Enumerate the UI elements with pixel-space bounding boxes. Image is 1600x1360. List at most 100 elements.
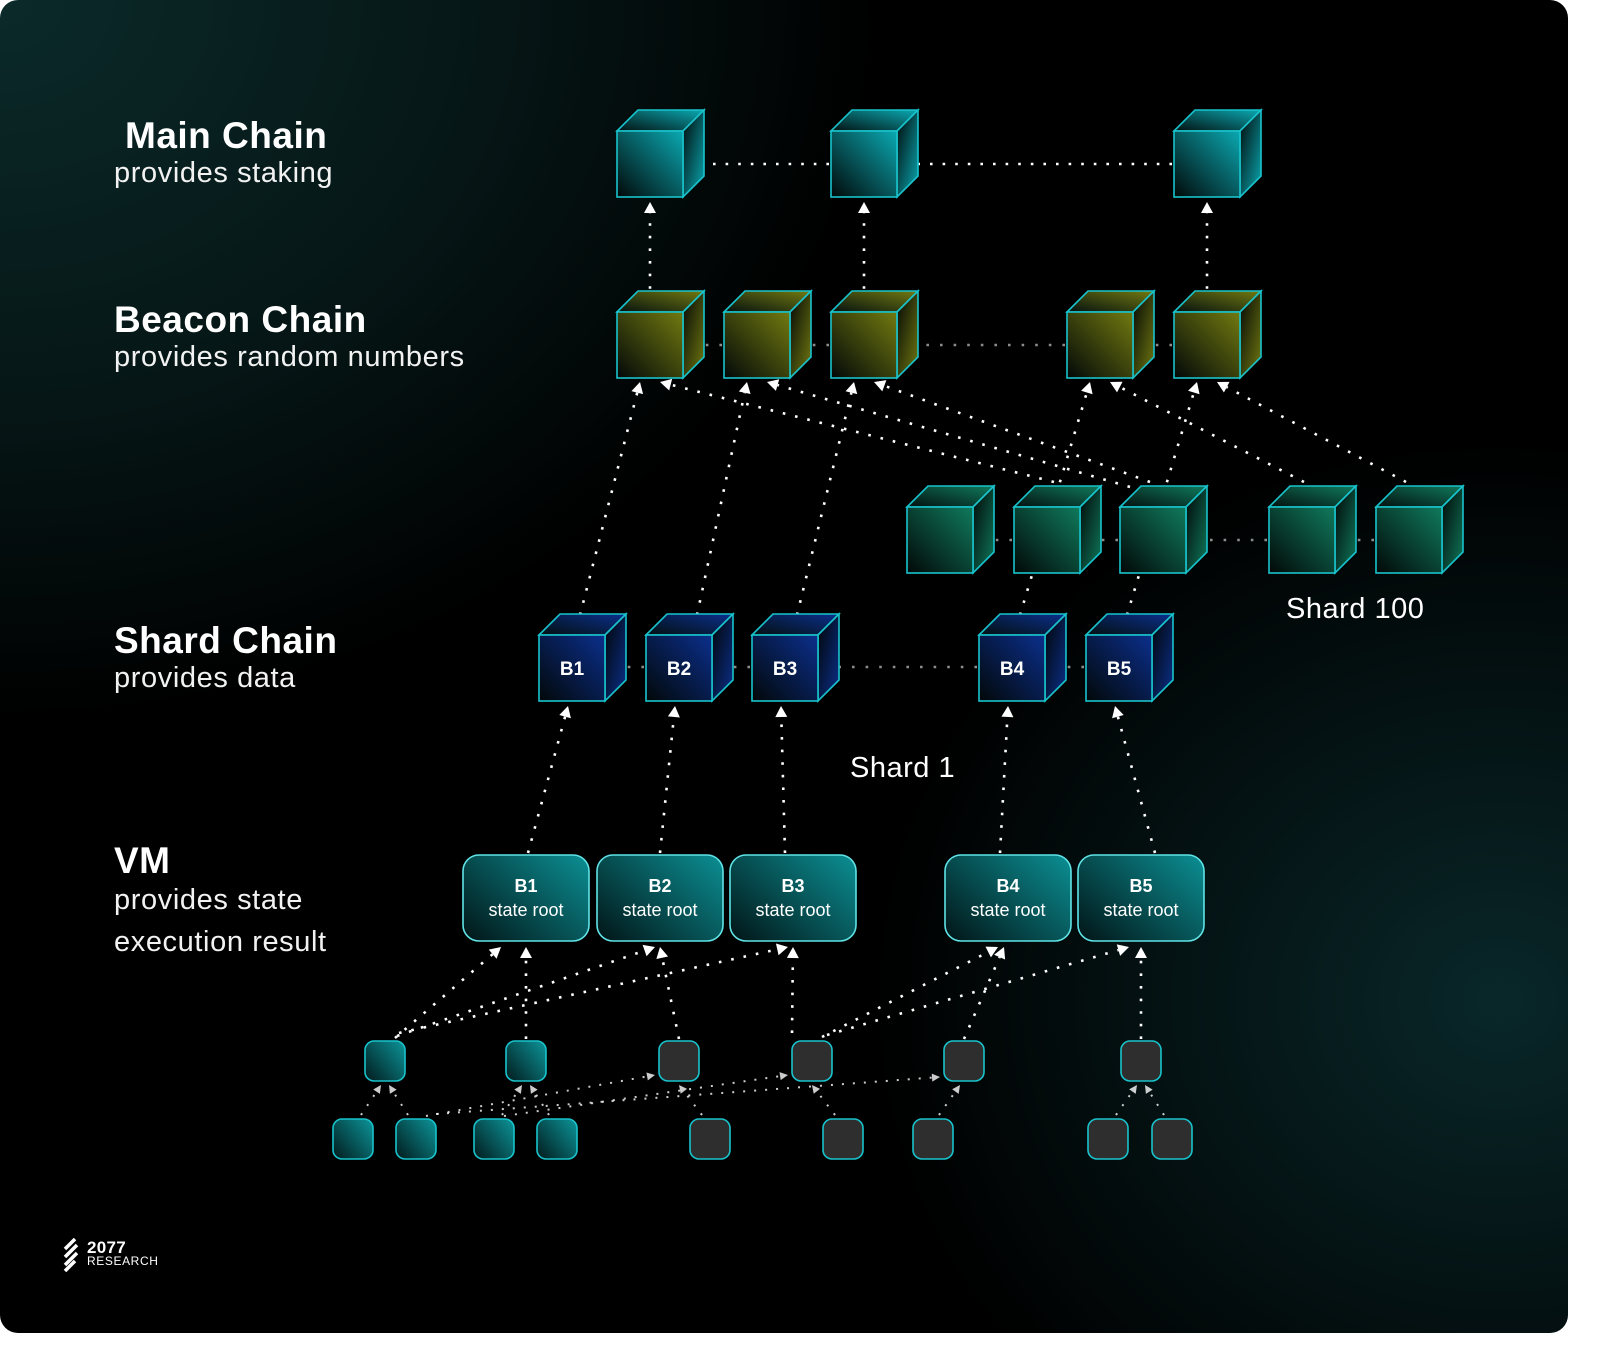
layer-shard-chain: Shard Chain provides data — [114, 621, 337, 698]
arrowhead — [738, 382, 751, 395]
tx-leaf-node[interactable] — [689, 1118, 731, 1160]
dotted-edge — [826, 948, 1119, 1037]
main-chain-block[interactable] — [829, 108, 920, 199]
cube-label: B1 — [560, 659, 585, 680]
beacon-chain-block[interactable] — [829, 289, 920, 380]
beacon-chain-block[interactable] — [1065, 289, 1156, 380]
arrowhead — [767, 379, 780, 391]
shard1-block[interactable]: B1 — [537, 612, 628, 703]
arrowhead — [786, 947, 799, 959]
layer-subtitle: provides random numbers — [114, 341, 465, 373]
cube-label: B2 — [667, 659, 691, 680]
beacon-chain-block[interactable] — [615, 289, 706, 380]
dotted-edge — [1018, 392, 1089, 616]
shard100-block[interactable] — [905, 484, 996, 575]
cube-front-face — [1173, 311, 1241, 379]
shard1-block[interactable]: B4 — [977, 612, 1068, 703]
tx-leaf-node[interactable] — [1087, 1118, 1129, 1160]
tx-mid-node[interactable] — [1120, 1040, 1162, 1082]
arrowhead — [1001, 706, 1014, 718]
dotted-edge — [392, 1091, 409, 1116]
tx-leaf-node[interactable] — [822, 1118, 864, 1160]
arrowhead — [1135, 947, 1147, 958]
shard100-block[interactable] — [1374, 484, 1465, 575]
tx-leaf-node[interactable] — [536, 1118, 578, 1160]
arrowhead — [952, 1085, 960, 1094]
tx-leaf-node[interactable] — [332, 1118, 374, 1160]
cube-front-face — [830, 311, 898, 379]
tx-node-box — [912, 1118, 954, 1160]
beacon-chain-block[interactable] — [1172, 289, 1263, 380]
tx-node-box — [505, 1040, 547, 1082]
layer-main-chain: Main Chain provides staking — [114, 116, 333, 193]
cube-front-face — [751, 634, 819, 702]
tx-mid-node[interactable] — [364, 1040, 406, 1082]
cube-front-face — [830, 130, 898, 198]
tx-mid-node[interactable] — [791, 1040, 833, 1082]
cube-front-face — [906, 506, 974, 574]
tx-leaf-node[interactable] — [912, 1118, 954, 1160]
arrowhead — [1145, 1085, 1153, 1094]
tx-node-box — [689, 1118, 731, 1160]
shard100-block[interactable] — [1118, 484, 1209, 575]
vm-block-label: B4 — [996, 876, 1019, 896]
logo-number: 2077 — [87, 1238, 127, 1257]
shard100-block[interactable] — [1267, 484, 1358, 575]
cube-front-face — [616, 311, 684, 379]
dotted-edge — [777, 383, 1131, 489]
dotted-edge — [503, 1075, 781, 1117]
cube-label: B4 — [1000, 659, 1025, 680]
tx-node-box — [658, 1040, 700, 1082]
layer-subtitle-2: execution result — [114, 926, 327, 958]
cube-front-face — [1066, 311, 1134, 379]
tx-node-box — [536, 1118, 578, 1160]
tx-node-box — [364, 1040, 406, 1082]
arrowhead — [1201, 202, 1213, 213]
tx-mid-node[interactable] — [943, 1040, 985, 1082]
arrowhead — [985, 946, 998, 958]
shard1-block[interactable]: B5 — [1084, 612, 1175, 703]
beacon-chain-block[interactable] — [722, 289, 813, 380]
dotted-edge — [658, 716, 676, 854]
arrowhead — [1129, 1085, 1137, 1094]
vm-block-sub: state root — [622, 900, 697, 920]
dotted-edge — [398, 948, 778, 1035]
vm-box — [462, 854, 590, 942]
vm-state-root-block[interactable]: B2 state root — [596, 854, 724, 942]
dotted-edge — [779, 716, 787, 854]
vm-box — [596, 854, 724, 942]
cube-label: B3 — [773, 659, 797, 680]
arrowhead — [389, 1085, 397, 1094]
tx-mid-node[interactable] — [505, 1040, 547, 1082]
shard100-block[interactable] — [1012, 484, 1103, 575]
tx-leaf-node[interactable] — [1151, 1118, 1193, 1160]
arrowhead — [858, 202, 870, 213]
tx-leaf-node[interactable] — [395, 1118, 437, 1160]
shard1-block[interactable]: B3 — [750, 612, 841, 703]
main-chain-block[interactable] — [615, 108, 706, 199]
arrowhead — [660, 378, 673, 391]
shard1-block[interactable]: B2 — [644, 612, 735, 703]
arrowhead — [931, 1073, 940, 1082]
vm-block-sub: state root — [1103, 900, 1178, 920]
tx-node-box — [473, 1118, 515, 1160]
arrowhead — [631, 382, 644, 395]
vm-block-label: B2 — [648, 876, 671, 896]
layer-subtitle: provides state — [114, 884, 303, 916]
tx-node-box — [1120, 1040, 1162, 1082]
tx-node-box — [332, 1118, 374, 1160]
dotted-edge — [501, 1091, 519, 1116]
tx-mid-node[interactable] — [658, 1040, 700, 1082]
logo-word: RESEARCH — [87, 1254, 159, 1268]
arrowhead — [775, 706, 788, 718]
dotted-edge — [683, 1090, 703, 1116]
tx-node-box — [1087, 1118, 1129, 1160]
tx-leaf-node[interactable] — [473, 1118, 515, 1160]
main-chain-block[interactable] — [1172, 108, 1263, 199]
layer-beacon-chain: Beacon Chain provides random numbers — [114, 300, 465, 377]
